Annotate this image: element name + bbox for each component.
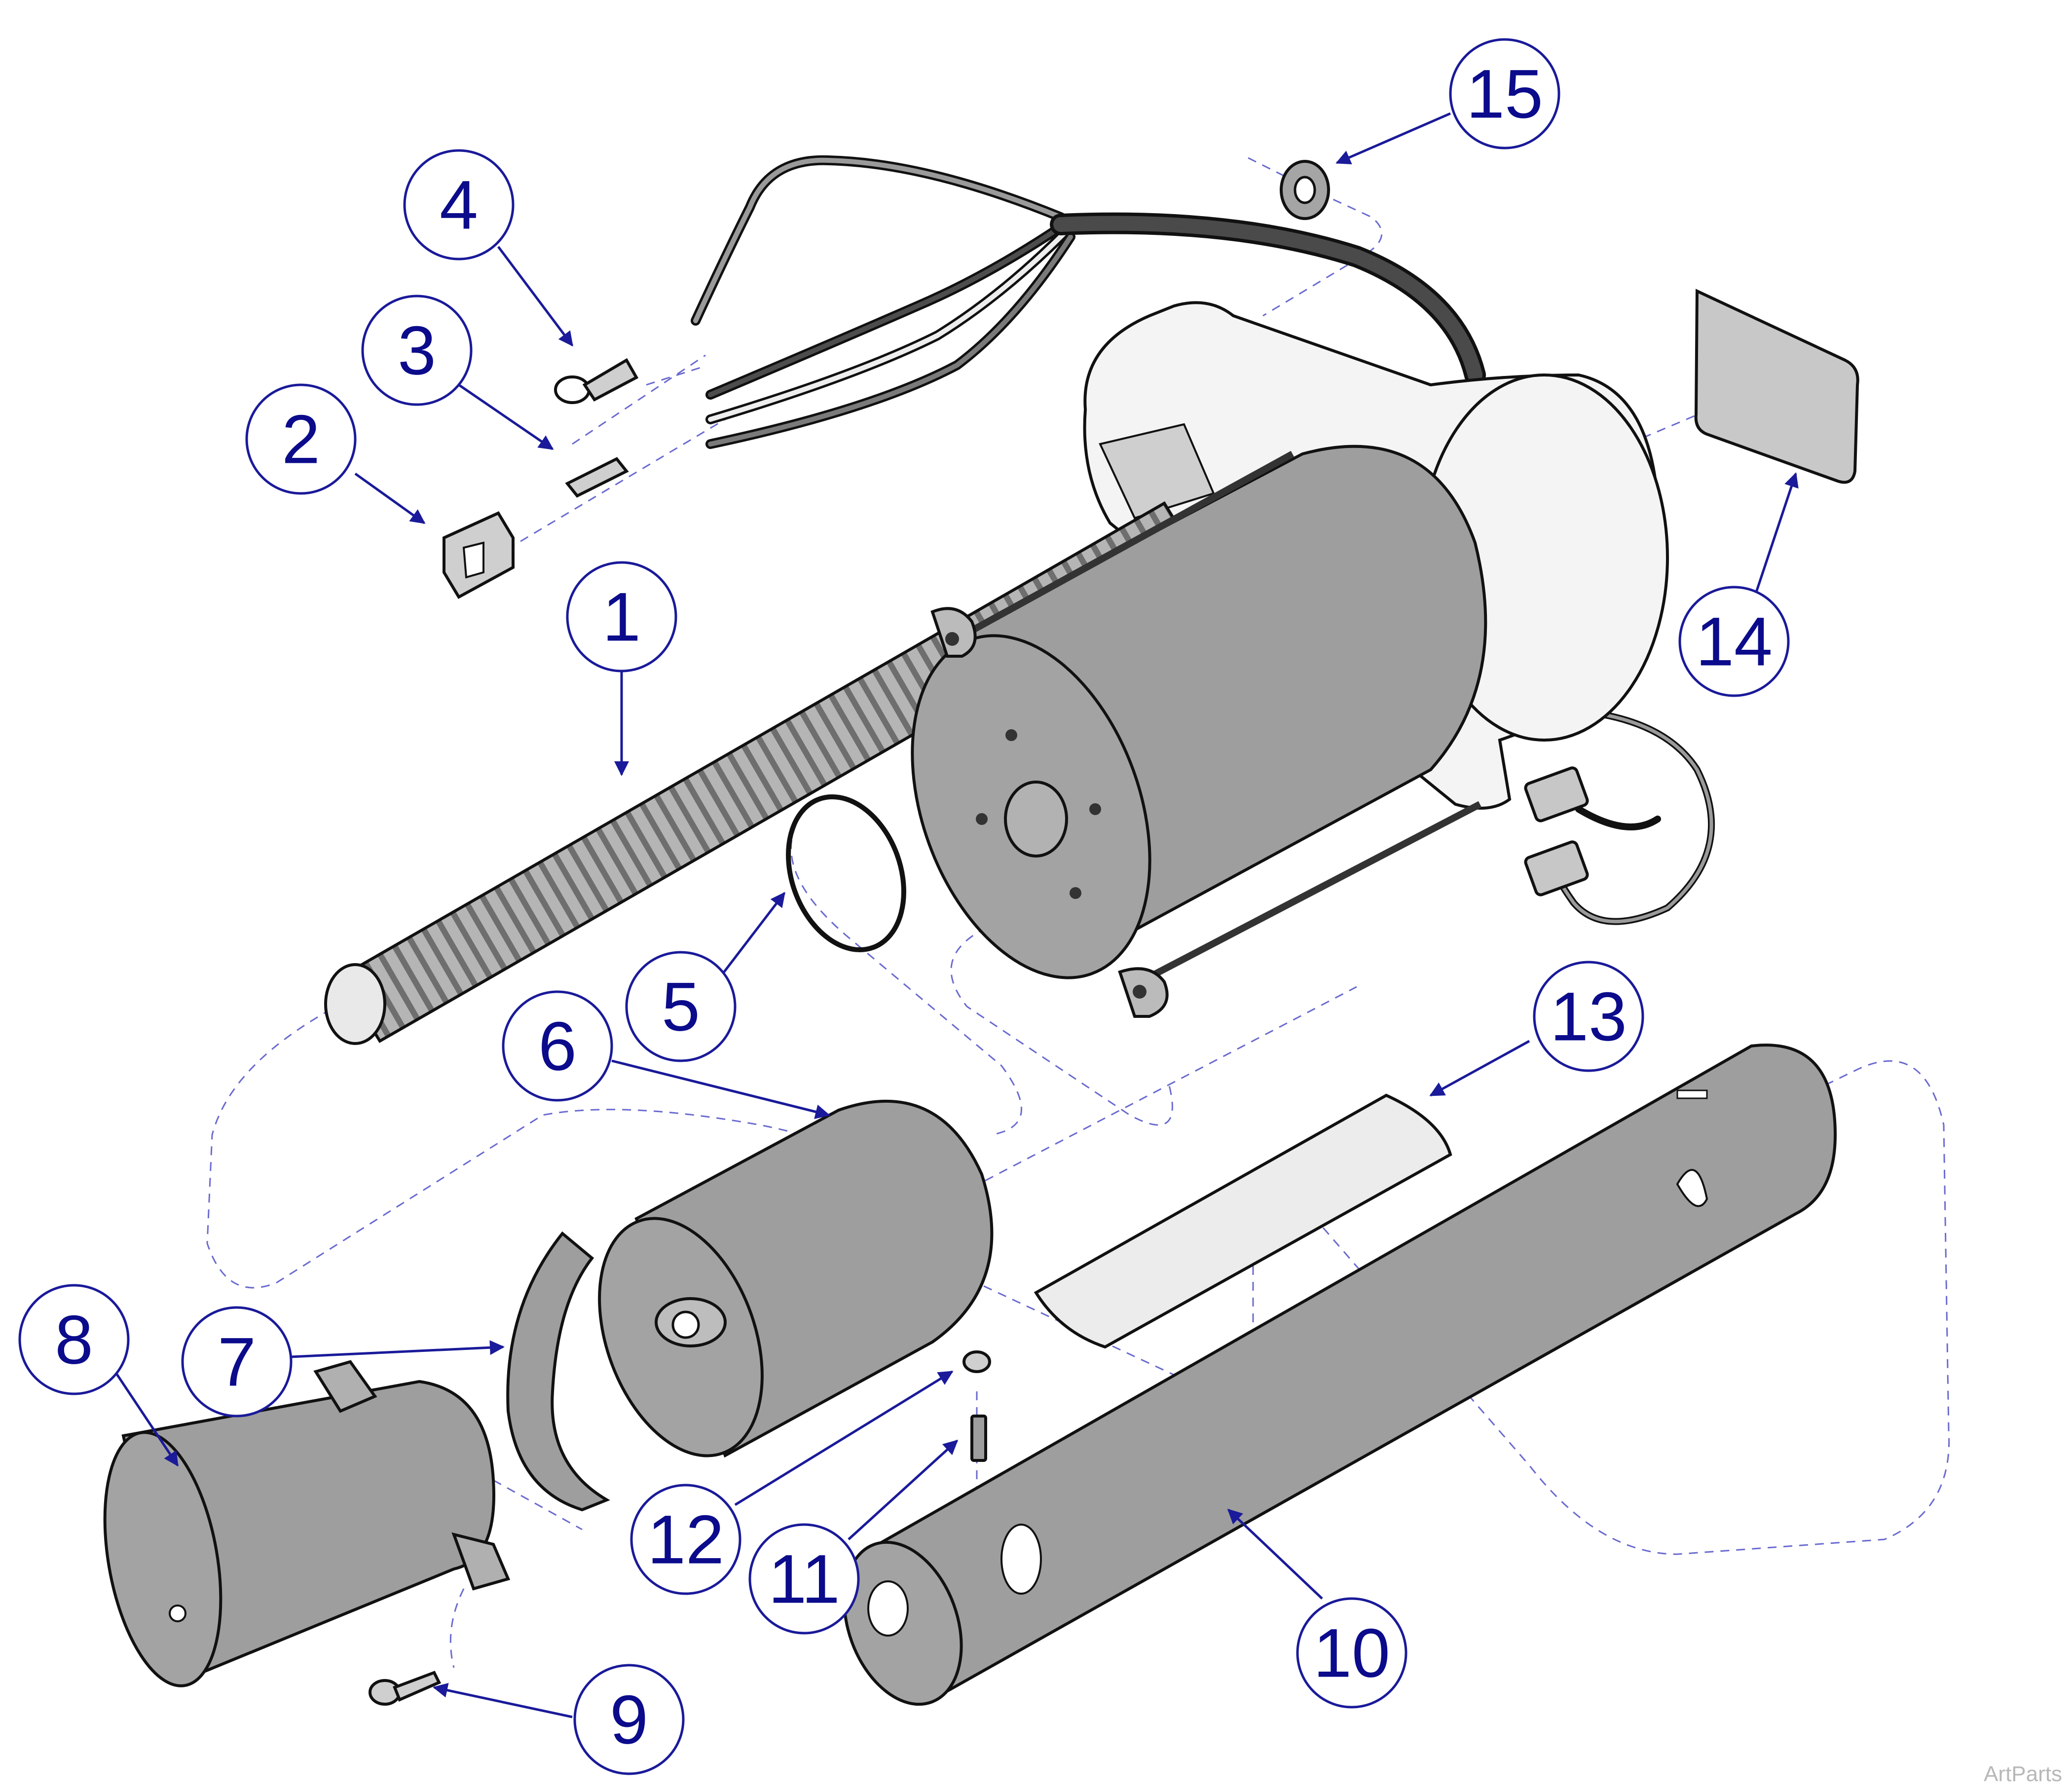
callout-13: 13 xyxy=(1533,961,1644,1072)
part-2-connector-housing xyxy=(443,511,515,599)
part-15-washer xyxy=(1280,160,1330,220)
part-14-label-plate xyxy=(1694,289,1859,484)
callout-9: 9 xyxy=(573,1664,685,1775)
callout-14: 14 xyxy=(1678,586,1790,697)
callout-11: 11 xyxy=(748,1523,860,1635)
callout-8: 8 xyxy=(18,1284,130,1395)
part-4-ring-terminal xyxy=(554,358,639,404)
motor-wires xyxy=(691,155,1715,925)
callout-2: 2 xyxy=(245,383,357,495)
part-3-pin-terminal xyxy=(565,457,629,498)
callout-label: 15 xyxy=(1466,55,1543,133)
part-6-cylinder xyxy=(598,1099,994,1458)
part-10-outer-tube xyxy=(843,1044,1837,1706)
callout-label: 10 xyxy=(1313,1614,1390,1692)
callout-label: 7 xyxy=(218,1323,256,1401)
part-13-slide-strip xyxy=(1034,1093,1452,1349)
callout-label: 5 xyxy=(662,968,700,1045)
callout-10: 10 xyxy=(1296,1597,1407,1709)
callouts: 1 2 3 4 5 6 7 8 9 10 11 12 13 14 15 xyxy=(18,38,1790,1775)
callout-label: 12 xyxy=(647,1501,724,1578)
callout-1: 1 xyxy=(566,561,677,672)
callout-label: 13 xyxy=(1550,978,1627,1055)
callout-6: 6 xyxy=(502,990,613,1102)
callout-3: 3 xyxy=(361,295,473,406)
part-9-screw xyxy=(369,1671,442,1706)
callout-7: 7 xyxy=(181,1306,293,1418)
callout-label: 9 xyxy=(610,1681,648,1758)
callout-label: 1 xyxy=(602,578,641,656)
callout-label: 6 xyxy=(538,1008,577,1085)
callout-12: 12 xyxy=(630,1484,741,1595)
drive-motor xyxy=(911,445,1487,1018)
callout-4: 4 xyxy=(403,149,515,261)
part-11-set-screw xyxy=(970,1415,987,1462)
callout-label: 11 xyxy=(768,1540,840,1618)
wire-connectors xyxy=(1524,766,1589,896)
callout-label: 3 xyxy=(398,312,436,389)
callout-label: 8 xyxy=(55,1301,93,1379)
callout-5: 5 xyxy=(625,951,737,1062)
callout-15: 15 xyxy=(1449,38,1560,149)
leader-lines xyxy=(107,112,1799,1718)
callout-label: 14 xyxy=(1696,603,1773,680)
part-5-o-ring xyxy=(786,794,906,952)
callout-label: 4 xyxy=(440,166,478,244)
part-8-end-housing xyxy=(103,1360,511,1687)
part-12-nut xyxy=(962,1350,991,1373)
artparts-watermark: ArtParts xyxy=(1984,1762,2062,1786)
part-7-curved-shim xyxy=(506,1231,610,1512)
callout-label: 2 xyxy=(282,401,320,478)
